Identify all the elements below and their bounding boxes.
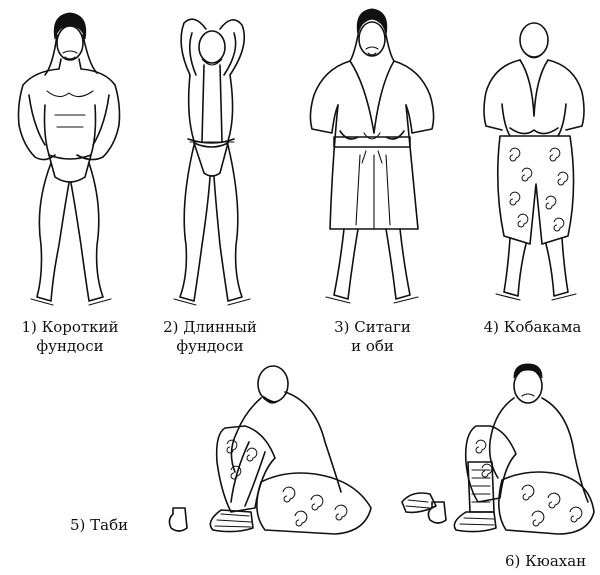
caption-1-line-1: 1) Короткий <box>21 318 119 336</box>
figure-4-kobakama <box>470 8 595 313</box>
caption-6-line-1: 6) Кюахан <box>505 552 587 570</box>
caption-2-line-1: 2) Длинный <box>163 318 257 336</box>
caption-4-line-1: 4) Кобакама <box>483 318 582 336</box>
caption-1: 1) Короткий фундоси <box>5 318 135 356</box>
figure-6-kyahan <box>398 362 596 547</box>
caption-3-line-2: и оби <box>351 337 394 355</box>
figure-5-tabi <box>165 362 380 547</box>
caption-6: 6) Кюахан <box>505 552 600 571</box>
figure-2-long-fundoshi <box>150 5 270 315</box>
caption-2-line-2: фундоси <box>176 337 244 355</box>
caption-4: 4) Кобакама <box>470 318 595 337</box>
caption-3-line-1: 3) Ситаги <box>334 318 411 336</box>
caption-2: 2) Длинный фундоси <box>150 318 270 356</box>
caption-5: 5) Таби <box>70 516 160 535</box>
caption-1-line-2: фундоси <box>36 337 104 355</box>
caption-3: 3) Ситаги и оби <box>300 318 445 356</box>
caption-5-line-1: 5) Таби <box>70 516 129 534</box>
figure-3-shitagi-and-obi <box>300 5 445 315</box>
figure-1-short-fundoshi <box>5 5 135 315</box>
